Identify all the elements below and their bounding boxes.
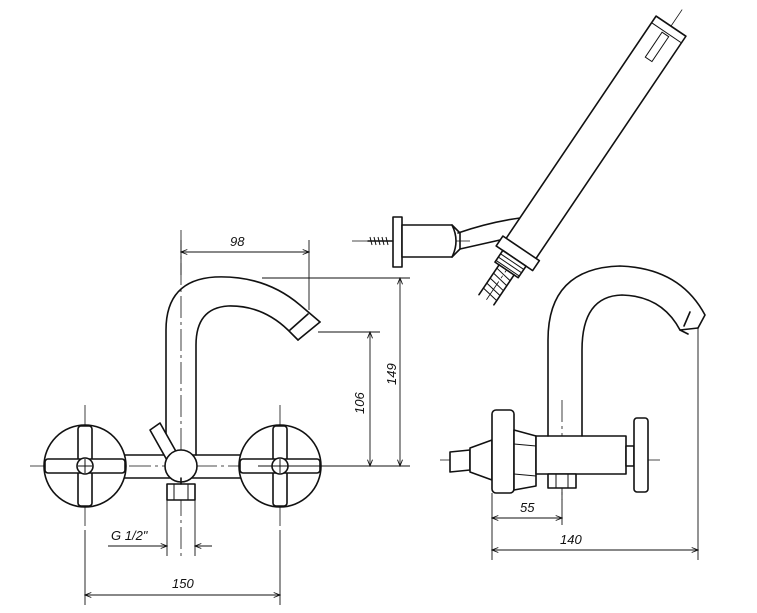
side-view: 55 140 <box>440 265 706 560</box>
outlet-nut-side <box>547 473 577 489</box>
dim-thread: G 1/2" <box>111 528 149 543</box>
valve-body <box>535 435 627 475</box>
handle-side <box>633 417 649 493</box>
dim-wall-offset: 55 <box>520 500 535 515</box>
diverter-lever <box>149 422 198 483</box>
hand-shower <box>352 9 687 306</box>
shower-handle <box>478 9 687 306</box>
handle-stem <box>625 445 635 467</box>
dim-height-total: 149 <box>384 363 399 385</box>
outlet-nut <box>166 477 196 501</box>
front-view: 98 149 106 G 1/2" 150 <box>30 230 410 605</box>
left-handle <box>43 424 127 508</box>
spout-side <box>547 265 706 437</box>
dim-depth: 140 <box>560 532 582 547</box>
spout <box>165 276 321 456</box>
dim-spout-reach: 98 <box>230 234 245 249</box>
dim-centers: 150 <box>172 576 194 591</box>
dim-height-outlet: 106 <box>352 392 367 414</box>
wall-connector <box>449 409 537 494</box>
wall-holder <box>352 216 521 268</box>
